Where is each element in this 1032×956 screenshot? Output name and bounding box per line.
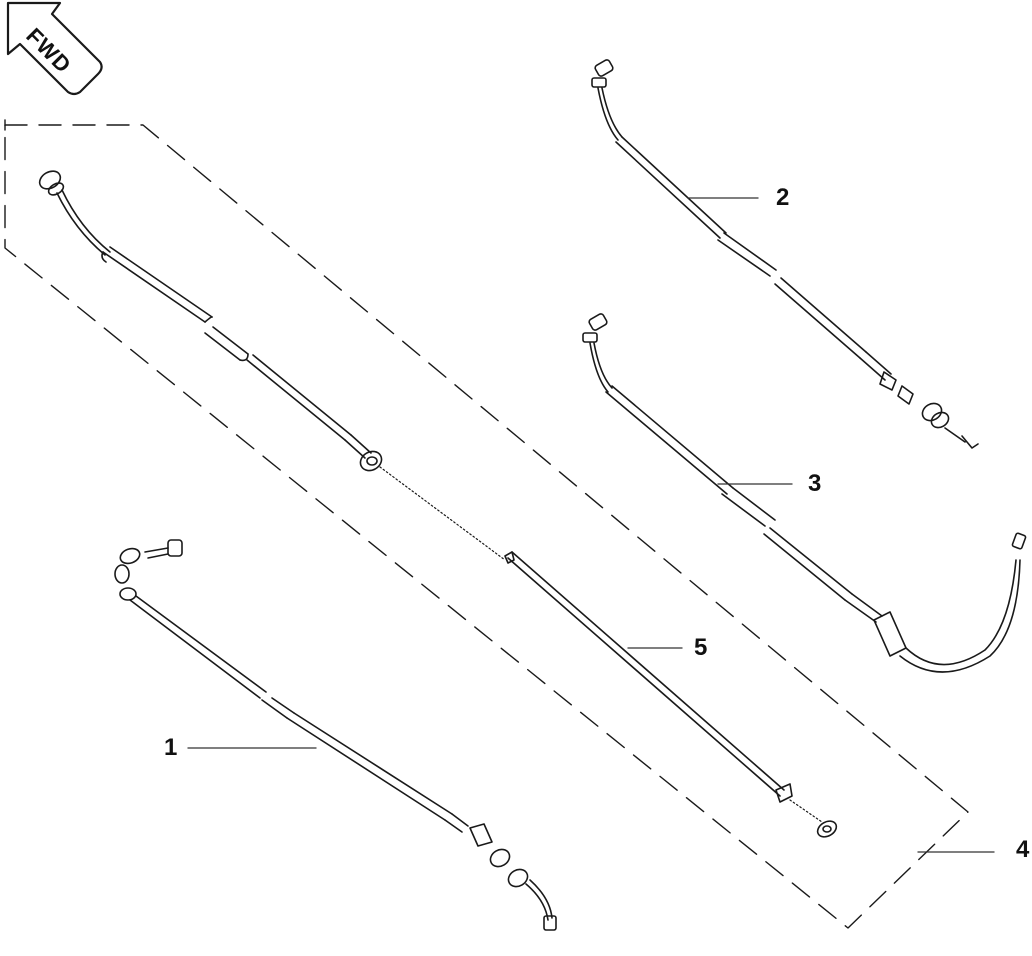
callout-2: 2 <box>776 184 790 211</box>
callout-5: 5 <box>694 634 708 661</box>
callout-4: 4 <box>1016 836 1030 863</box>
inner-cable-5-drawing <box>504 551 838 838</box>
callout-1: 1 <box>164 734 178 761</box>
dotted-connection <box>379 466 506 561</box>
leader-lines <box>187 197 995 853</box>
assembly-boundary <box>4 119 969 929</box>
callout-3: 3 <box>808 470 822 497</box>
fwd-arrow-icon <box>6 1 103 96</box>
cable-1-drawing <box>114 539 557 931</box>
cable-2-drawing <box>591 59 979 449</box>
cable-group-upper <box>38 170 383 472</box>
cable-3-drawing <box>582 313 1027 673</box>
